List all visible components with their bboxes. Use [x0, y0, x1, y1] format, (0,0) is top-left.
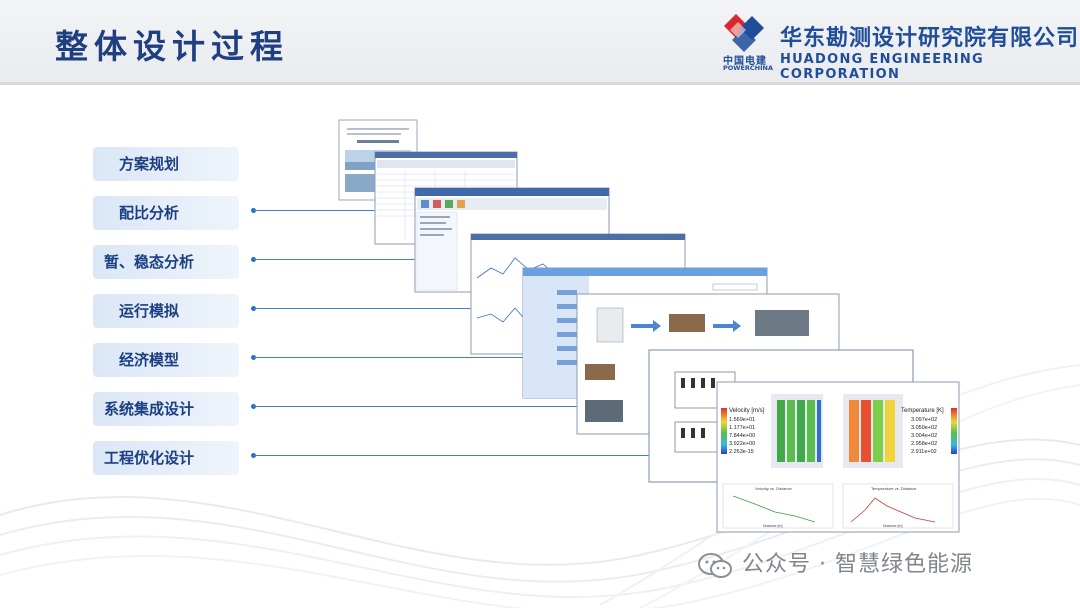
temperature-chart-xlabel: Distance [m]: [883, 524, 902, 528]
step-label: 暂、稳态分析: [103, 253, 194, 271]
wechat-icon: [698, 553, 732, 578]
velocity-legend-value: 7.844e+00: [729, 433, 755, 439]
page-title: 整体设计过程: [55, 27, 289, 66]
temperature-legend-value: 2.958e+02: [911, 441, 937, 447]
velocity-legend-value: 1.177e+01: [729, 425, 755, 431]
temperature-legend-value: 3.097e+02: [911, 417, 937, 423]
step-transient-analysis[interactable]: 暂、稳态分析: [93, 245, 239, 279]
step-label: 运行模拟: [118, 302, 179, 320]
connector-dot: [251, 453, 256, 458]
step-label: 系统集成设计: [103, 400, 194, 418]
temperature-legend-value: 3.050e+02: [911, 425, 937, 431]
watermark-text: 公众号 · 智慧绿色能源: [742, 552, 973, 577]
velocity-legend-value: 2.263e-15: [729, 449, 754, 455]
temperature-legend-title: Temperature [K]: [901, 408, 944, 414]
header-bar: 整体设计过程 中国电建 POWERCHINA 华东勘测设计研究院有限公司 HUA…: [0, 0, 1080, 85]
connector-line: [254, 308, 472, 309]
step-operation-simulation[interactable]: 运行模拟: [93, 294, 239, 328]
company-name-en: HUADONG ENGINEERING CORPORATION: [780, 52, 985, 82]
velocity-chart-title: Velocity vs. Distance: [755, 486, 792, 491]
software-screenshots-stack: Velocity [m/s] 1.569e+01 1.177e+01 7.844…: [338, 119, 960, 533]
connector-line: [254, 455, 650, 456]
temperature-legend-value: 2.911e+02: [911, 449, 937, 455]
velocity-chart-xlabel: Distance [m]: [763, 524, 782, 528]
powerchina-logo-icon: [724, 14, 764, 52]
connector-line: [254, 406, 582, 407]
velocity-legend-title: Velocity [m/s]: [729, 408, 765, 414]
temperature-chart-title: Temperature vs. Distance: [871, 486, 917, 491]
step-engineering-optimization[interactable]: 工程优化设计: [93, 441, 239, 475]
step-label: 配比分析: [118, 204, 179, 222]
screen-cfd-results: Velocity [m/s] 1.569e+01 1.177e+01 7.844…: [716, 381, 960, 533]
step-label: 经济模型: [118, 351, 179, 369]
step-economic-model[interactable]: 经济模型: [93, 343, 239, 377]
velocity-legend-value: 3.922e+00: [729, 441, 755, 447]
step-ratio-analysis[interactable]: 配比分析: [93, 196, 239, 230]
connector-dot: [251, 355, 256, 360]
step-label: 工程优化设计: [103, 449, 194, 467]
connector-dot: [251, 257, 256, 262]
connector-dot: [251, 404, 256, 409]
connector-dot: [251, 208, 256, 213]
logo-cn-text: 中国电建: [723, 56, 767, 67]
connector-line: [254, 210, 376, 211]
logo-en-text: POWERCHINA: [723, 64, 774, 72]
step-label: 方案规划: [118, 155, 179, 173]
connector-dot: [251, 306, 256, 311]
connector-line: [254, 259, 416, 260]
step-scheme-planning[interactable]: 方案规划: [93, 147, 239, 181]
step-system-integration[interactable]: 系统集成设计: [93, 392, 239, 426]
connector-line: [254, 357, 526, 358]
company-name-cn: 华东勘测设计研究院有限公司: [780, 26, 1080, 51]
velocity-legend-value: 1.569e+01: [729, 417, 755, 423]
temperature-legend-value: 3.004e+02: [911, 433, 937, 439]
